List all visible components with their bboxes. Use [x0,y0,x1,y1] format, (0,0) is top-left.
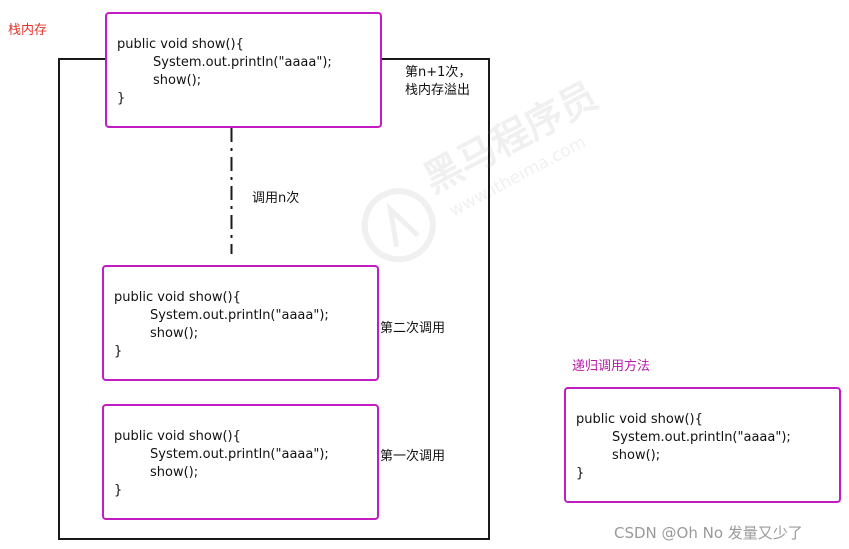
dash-dot-connector [230,128,233,254]
recursion-method-title: 递归调用方法 [572,359,651,374]
overflow-label: 第n+1次， 栈内存溢出 [405,64,471,100]
code-box-recursion-method: public void show(){ System.out.println("… [564,387,841,503]
second-call-label: 第二次调用 [380,321,446,336]
code-line-println: System.out.println("aaaa"); [150,308,329,323]
code-line-recursive-call: show(); [153,73,202,88]
code-box-overflow-call: public void show(){ System.out.println("… [105,12,382,128]
code-box-second-call: public void show(){ System.out.println("… [102,265,379,381]
code-line-signature: public void show(){ [117,37,244,52]
overflow-label-line2: 栈内存溢出 [405,83,471,98]
code-line-signature: public void show(){ [114,290,241,305]
first-call-label: 第一次调用 [380,449,446,464]
code-line-recursive-call: show(); [612,448,661,463]
code-line-signature: public void show(){ [576,412,703,427]
code-line-recursive-call: show(); [150,465,199,480]
code-line-close-brace: } [576,466,585,481]
code-line-recursive-call: show(); [150,326,199,341]
stack-memory-label: 栈内存 [8,23,48,38]
code-line-signature: public void show(){ [114,429,241,444]
code-line-close-brace: } [114,483,123,498]
code-line-println: System.out.println("aaaa"); [612,430,791,445]
code-line-close-brace: } [114,344,123,359]
overflow-label-line1: 第n+1次， [405,65,472,80]
code-line-close-brace: } [117,91,126,106]
call-n-times-label: 调用n次 [252,191,300,206]
csdn-credit: CSDN @Oh No 发量又少了 [614,524,803,542]
code-box-first-call: public void show(){ System.out.println("… [102,404,379,520]
code-line-println: System.out.println("aaaa"); [150,447,329,462]
code-line-println: System.out.println("aaaa"); [153,55,332,70]
